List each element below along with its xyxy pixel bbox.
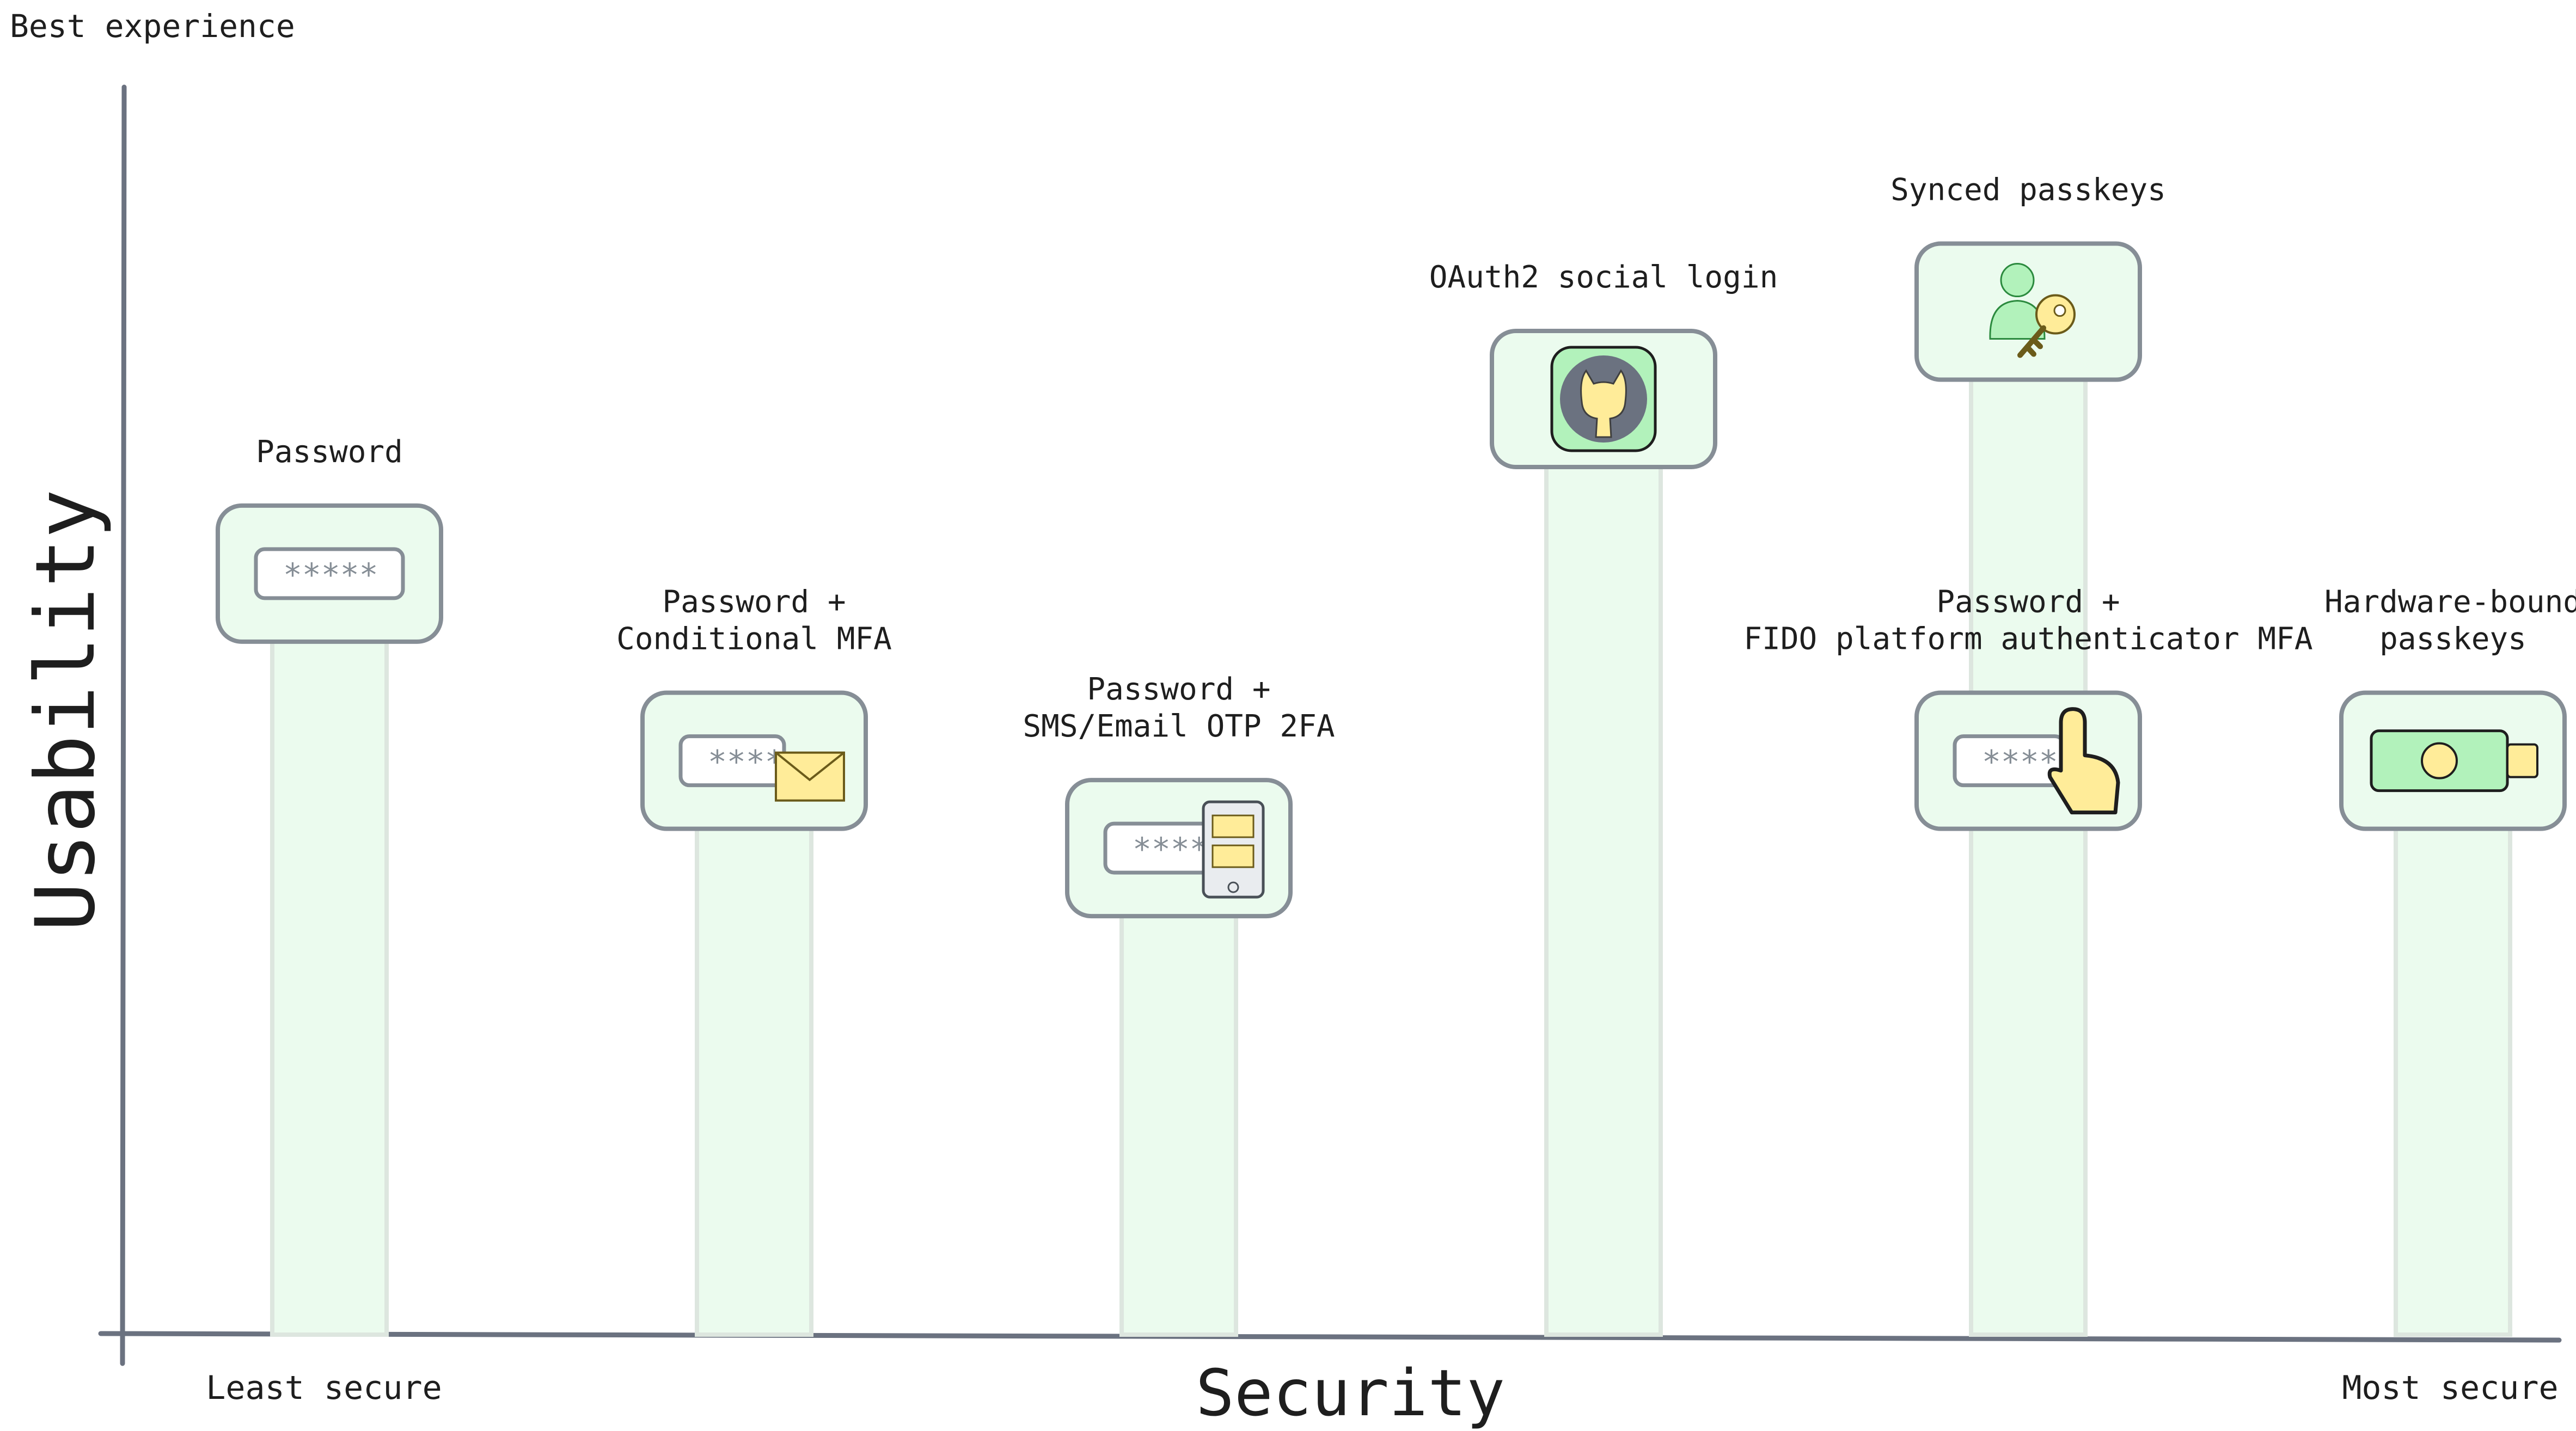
password-phone-otp-icon: **** (1103, 800, 1265, 899)
bar (1544, 397, 1663, 1337)
bar (695, 758, 813, 1337)
bar-label: OAuth2 social login (1429, 260, 1778, 295)
bar (270, 571, 389, 1337)
bar-label: passkeys (2379, 622, 2526, 657)
svg-text:****: **** (708, 744, 784, 781)
bar-label: Password (256, 434, 403, 470)
password-field-icon: ***** (254, 547, 405, 600)
cards-layer: ***************** (216, 241, 2567, 919)
passkey-user-key-icon (1989, 263, 2076, 358)
bar-label: Password + (1936, 585, 2120, 620)
password-email-icon: **** (678, 734, 845, 802)
svg-text:****: **** (1982, 744, 2058, 781)
svg-text:*****: ***** (283, 556, 378, 593)
bar-label: Hardware-bound (2324, 585, 2576, 620)
x-axis-title: Security (1196, 1355, 1505, 1430)
bar (1119, 846, 1238, 1337)
bar-label: SMS/Email OTP 2FA (1023, 709, 1335, 744)
bar-label: Password + (1087, 672, 1270, 707)
least-secure-label: Least secure (206, 1369, 442, 1407)
bars-layer (270, 309, 2512, 1337)
bar (2394, 758, 2512, 1337)
y-axis (120, 84, 127, 1366)
bar-label: Conditional MFA (616, 622, 892, 657)
github-icon (1550, 346, 1657, 452)
security-key-icon (2370, 729, 2538, 793)
best-experience-label: Best experience (10, 8, 295, 45)
x-axis (98, 1331, 2562, 1343)
y-axis-title: Usability (19, 489, 113, 932)
bar-label: Password + (662, 585, 846, 620)
bar-label: Synced passkeys (1890, 173, 2166, 208)
svg-text:****: **** (1133, 831, 1209, 868)
password-touch-icon: **** (1953, 707, 2120, 815)
most-secure-label: Most secure (2342, 1369, 2558, 1407)
bar-label: FIDO platform authenticator MFA (1743, 622, 2312, 657)
